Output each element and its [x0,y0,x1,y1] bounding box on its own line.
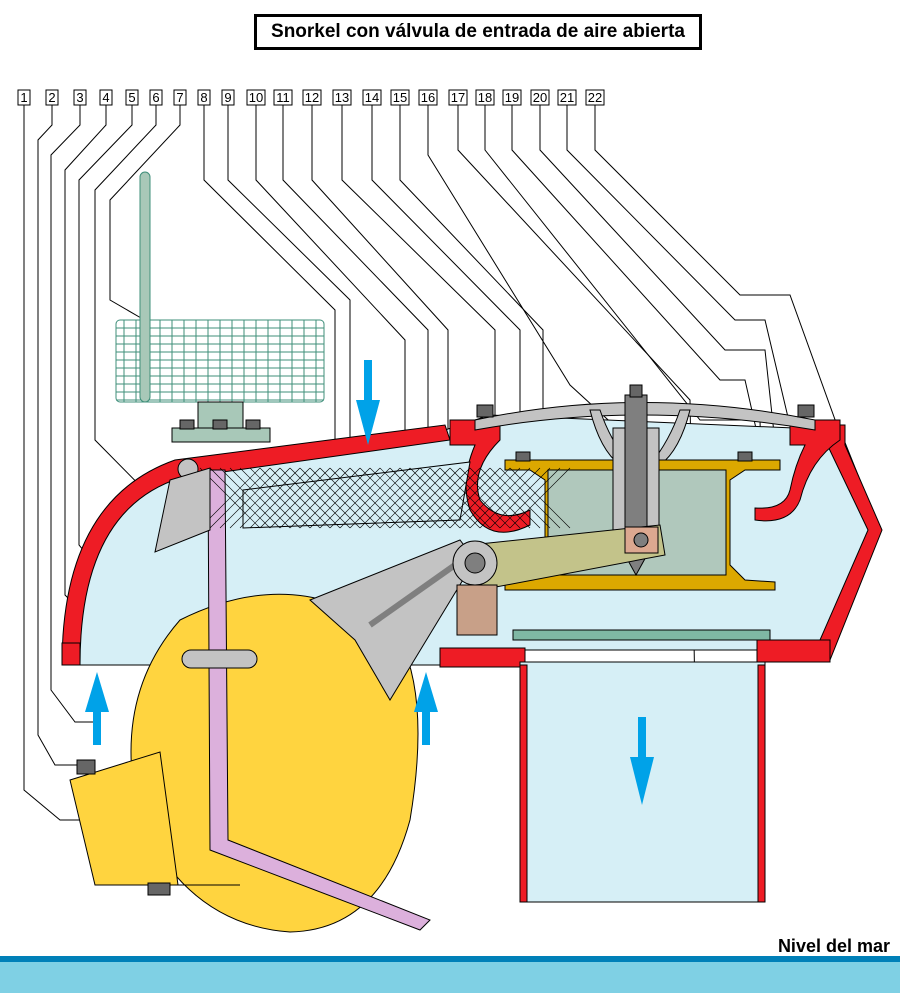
leader-15 [399,105,544,412]
arm-bar [368,562,457,628]
sea-level-label: Nivel del mar [777,936,890,956]
arrow-outlet [630,717,654,805]
part-label-box-18 [475,89,495,106]
part-label-box-8 [197,89,211,106]
sea-water [0,962,900,993]
leader-7 [109,105,181,319]
arrow-inlet-left [85,672,109,745]
part-label-22: 22 [588,90,602,105]
arrow-inlet-right [414,672,438,745]
bolts [76,404,815,896]
part-label-12: 12 [305,90,319,105]
part-label-box-20 [530,89,550,106]
part-label-box-9 [221,89,235,106]
part-label-5: 5 [128,90,135,105]
float-bracket [69,751,240,886]
lever-pin [633,532,649,548]
leader-22 [594,105,869,512]
part-label-19: 19 [505,90,519,105]
lower-mesh [199,461,571,529]
part-label-18: 18 [478,90,492,105]
part-label-10: 10 [249,90,263,105]
valve-seat-ring [512,629,771,641]
part-label-box-14 [362,89,382,106]
part-label-15: 15 [393,90,407,105]
part-label-box-6 [149,89,163,106]
part-label-box-19 [502,89,522,106]
red-cowl [61,424,451,666]
leader-10 [255,105,406,480]
part-label-box-15 [390,89,410,106]
pivot-inner [464,552,486,574]
part-label-8: 8 [200,90,207,105]
pink-rod [207,469,431,931]
part-label-box-3 [73,89,87,106]
part-label-box-16 [418,89,438,106]
left-flange [61,642,81,666]
part-label-box-7 [173,89,187,106]
part-label-box-17 [448,89,468,106]
mesh-filter [115,171,325,443]
pivot-support [456,584,498,636]
arrow-top-inlet [356,360,380,445]
leader-3 [50,105,96,723]
leader-6 [94,105,173,519]
part-label-box-22 [585,89,605,106]
part-label-21: 21 [560,90,574,105]
part-label-4: 4 [102,90,109,105]
part-label-2: 2 [48,90,55,105]
part-label-box-13 [332,89,352,106]
part-label-box-2 [45,89,59,106]
part-label-box-10 [246,89,266,106]
pipe-wall-right [757,664,766,903]
part-label-16: 16 [421,90,435,105]
part-label-box-11 [273,89,293,106]
diagram-title: Snorkel con válvula de entrada de aire a… [254,14,702,50]
part-label-box-1 [17,89,31,106]
sea-level-line [0,956,900,962]
leader-2 [37,105,82,766]
part-label-7: 7 [176,90,183,105]
part-label-14: 14 [365,90,379,105]
part-label-11: 11 [276,90,290,105]
part-label-1: 1 [20,90,27,105]
part-label-box-4 [99,89,113,106]
part-label-box-12 [302,89,322,106]
part-label-box-21 [557,89,577,106]
leader-14 [371,105,521,462]
pipe-wall-left [519,664,528,903]
stem-nut [629,384,643,398]
chain-link [181,649,258,669]
leader-19 [511,105,776,513]
hinge-plate [154,467,211,553]
part-label-9: 9 [224,90,231,105]
top-cover [474,402,816,431]
part-label-box-5 [125,89,139,106]
part-label-20: 20 [533,90,547,105]
part-label-17: 17 [451,90,465,105]
right-upper-housing [754,419,841,522]
part-label-6: 6 [152,90,159,105]
part-label-3: 3 [76,90,83,105]
airflow-arrows [85,360,654,805]
part-label-13: 13 [335,90,349,105]
